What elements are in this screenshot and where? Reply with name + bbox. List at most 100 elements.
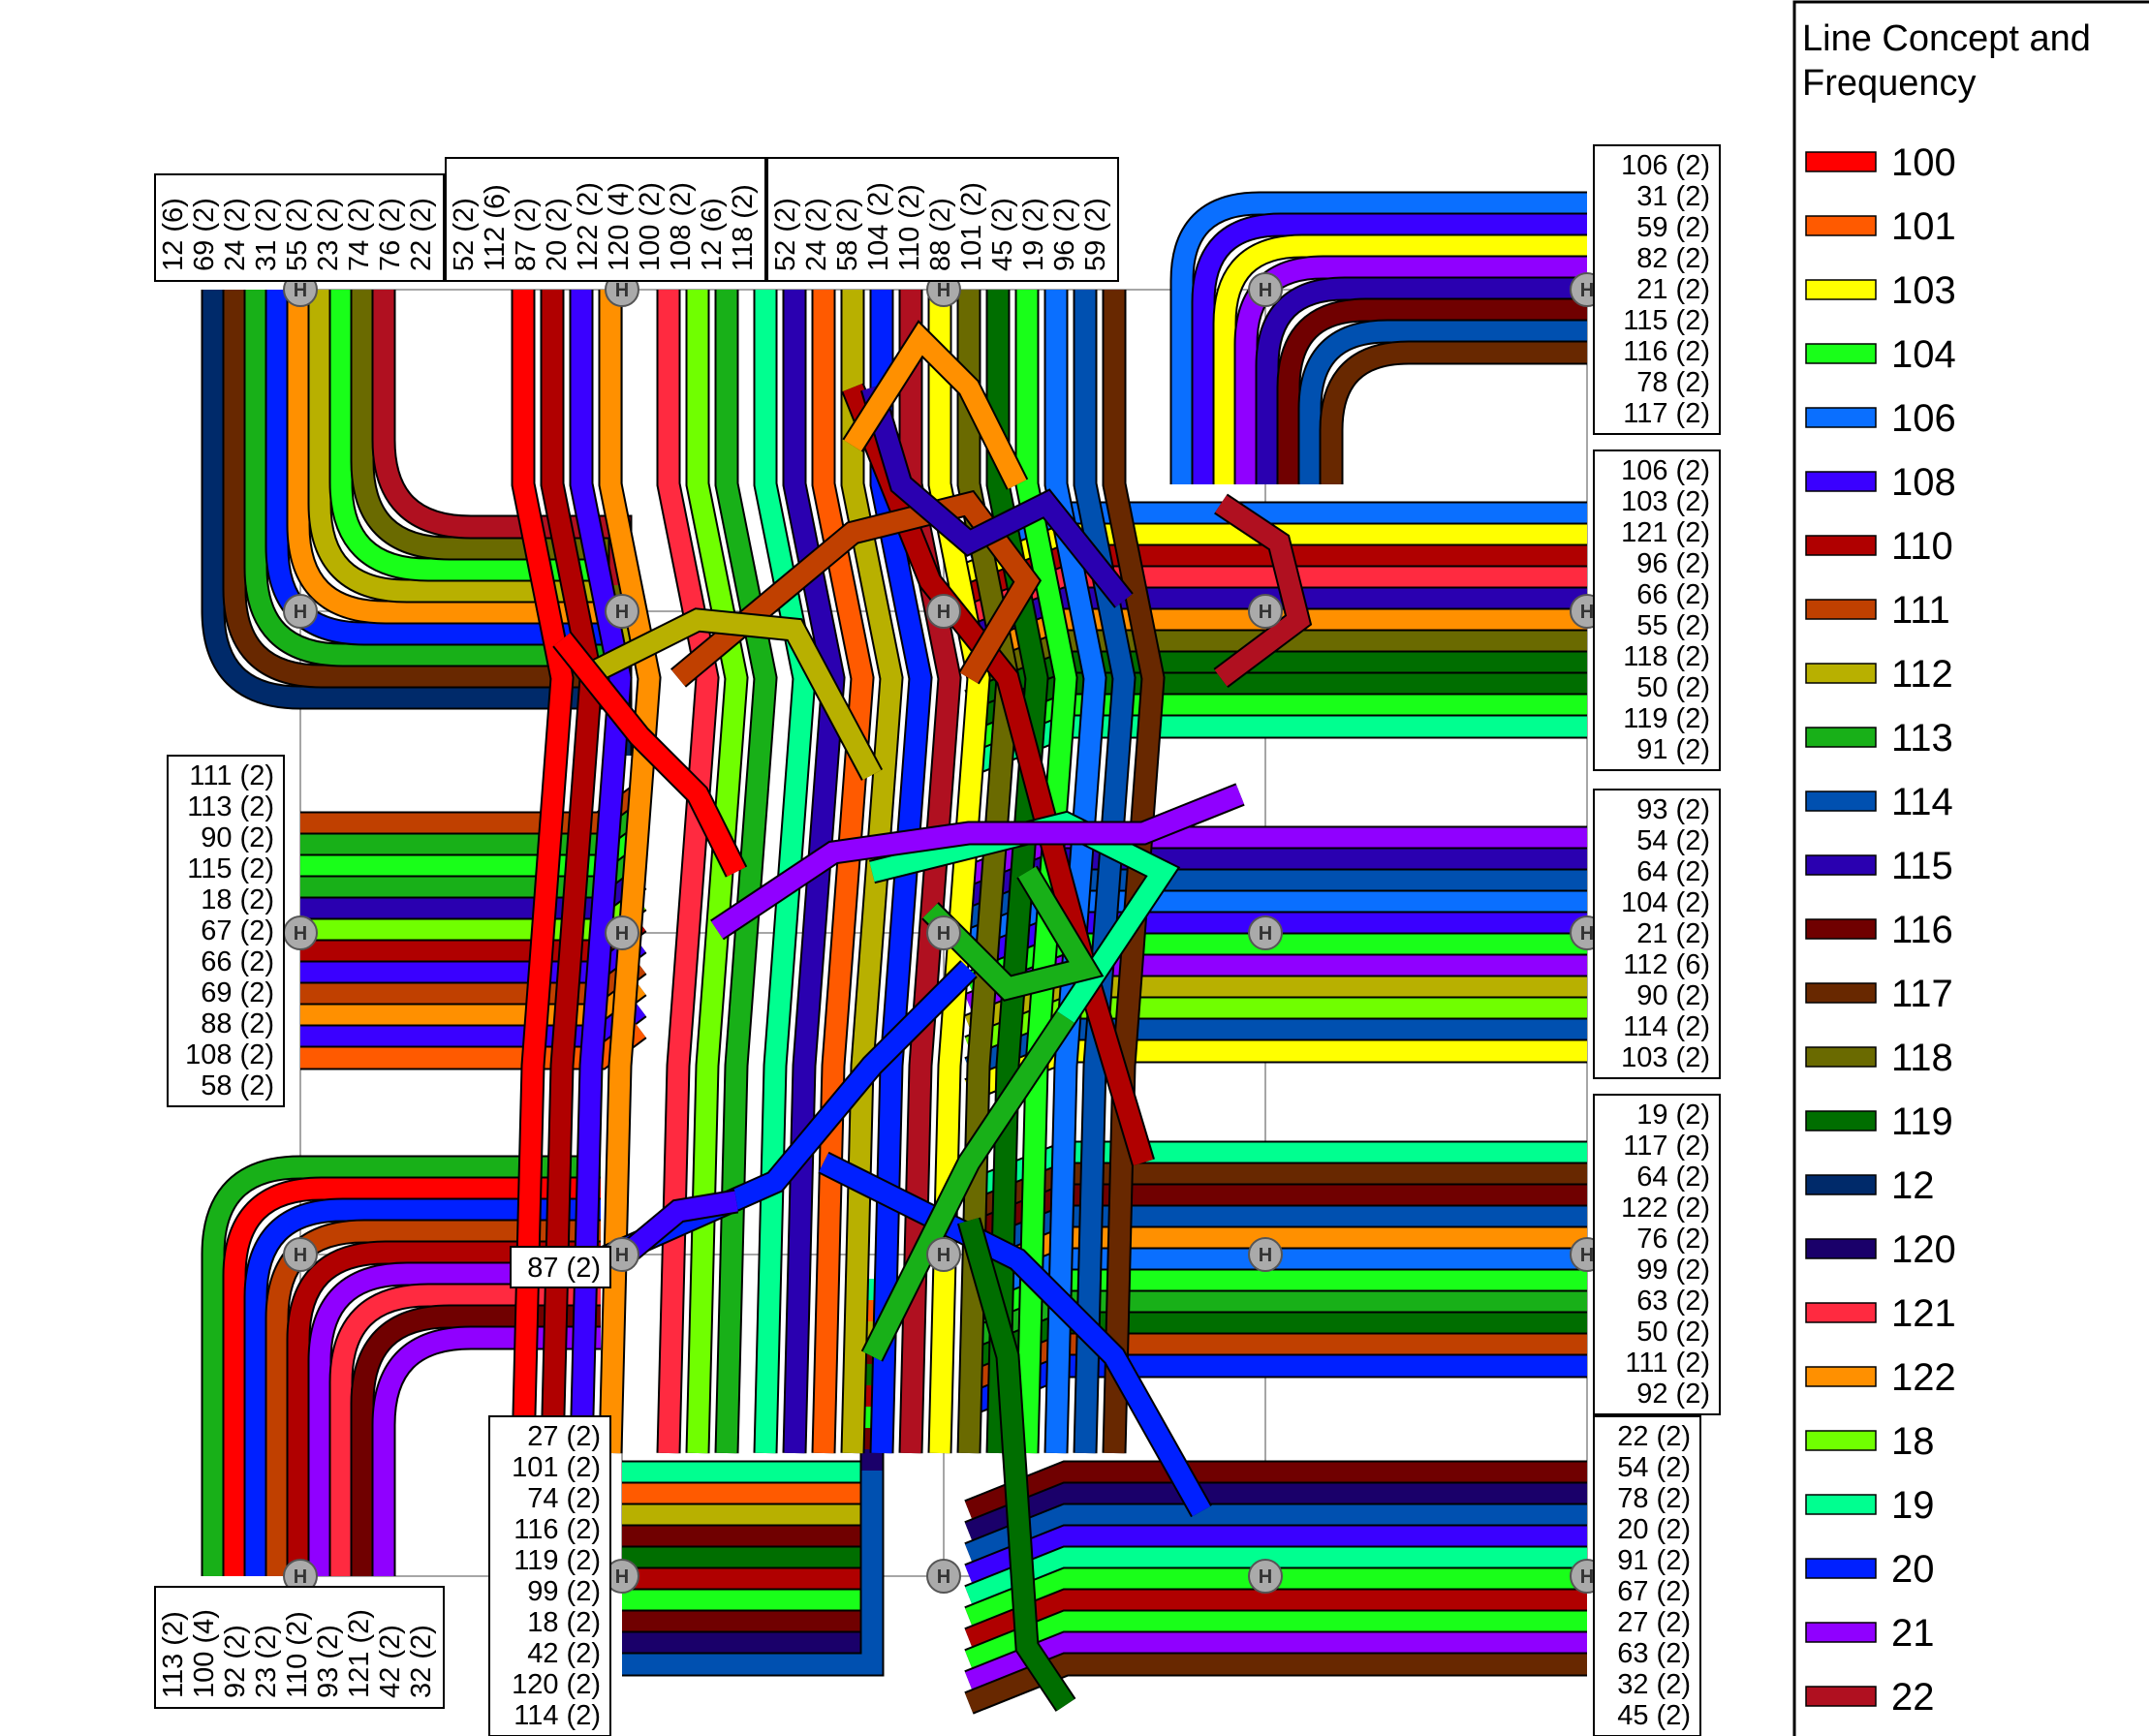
stop-label: 99 (2) [1636, 1255, 1710, 1286]
stop-label: 55 (2) [282, 198, 313, 271]
hub-station-glyph: H [1580, 602, 1594, 623]
stop-label: 20 (2) [542, 198, 573, 271]
stop-label: 104 (2) [863, 182, 894, 271]
legend-label-114: 114 [1891, 781, 1953, 823]
stop-label: 115 (2) [1623, 305, 1710, 336]
stop-label: 118 (2) [728, 184, 759, 271]
stop-label: 19 (2) [1636, 1100, 1710, 1131]
hub-station-glyph: H [615, 280, 629, 301]
stop-label: 74 (2) [344, 198, 375, 271]
legend-label-100: 100 [1891, 141, 1956, 184]
stop-label: 64 (2) [1636, 856, 1710, 887]
legend-swatch-113 [1806, 728, 1876, 747]
stop-label: 116 (2) [1623, 336, 1710, 367]
stop-label: 63 (2) [1617, 1638, 1691, 1669]
stop-label: 108 (2) [666, 182, 697, 271]
stop-label: 101 (2) [512, 1452, 601, 1483]
stop-label: 112 (6) [1623, 949, 1710, 980]
stop-label: 18 (2) [201, 884, 274, 915]
stop-label: 103 (2) [1621, 1042, 1710, 1073]
legend-swatch-19 [1806, 1495, 1876, 1514]
stop-label: 114 (2) [1623, 1011, 1710, 1042]
stop-label: 100 (2) [635, 182, 666, 271]
legend-label-108: 108 [1891, 461, 1956, 504]
stop-label: 116 (2) [514, 1514, 601, 1545]
stop-label: 24 (2) [220, 198, 251, 271]
stop-label: 31 (2) [251, 198, 282, 271]
legend-swatch-118 [1806, 1047, 1876, 1067]
stop-label: 100 (4) [189, 1609, 220, 1698]
stop-label: 66 (2) [201, 946, 274, 977]
stop-label: 18 (2) [527, 1607, 601, 1638]
stop-label: 52 (2) [449, 198, 480, 271]
stop-label: 78 (2) [1617, 1483, 1691, 1514]
legend-swatch-111 [1806, 600, 1876, 619]
hub-station-glyph: H [294, 602, 307, 623]
stop-label: 27 (2) [527, 1421, 601, 1452]
stop-label: 115 (2) [187, 853, 274, 884]
stop-label: 66 (2) [1636, 579, 1710, 610]
hub-station-glyph: H [937, 923, 950, 945]
legend-label-120: 120 [1891, 1228, 1956, 1271]
legend-swatch-22 [1806, 1687, 1876, 1706]
legend-swatch-112 [1806, 664, 1876, 683]
stop-label: 45 (2) [987, 198, 1018, 271]
stop-label: 122 (2) [1621, 1193, 1710, 1224]
stop-label: 93 (2) [313, 1625, 344, 1698]
stop-label: 91 (2) [1636, 734, 1710, 765]
stop-label: 120 (4) [604, 182, 635, 271]
legend-swatch-119 [1806, 1111, 1876, 1131]
legend-swatch-120 [1806, 1239, 1876, 1258]
legend-swatch-121 [1806, 1303, 1876, 1322]
legend-label-101: 101 [1891, 205, 1956, 248]
hub-station-glyph: H [1259, 923, 1272, 945]
stop-label: 108 (2) [185, 1039, 274, 1070]
stop-label: 12 (6) [697, 198, 728, 271]
stop-label: 59 (2) [1636, 212, 1710, 243]
stop-label: 21 (2) [1636, 918, 1710, 949]
legend-label-112: 112 [1891, 653, 1953, 696]
stop-label: 23 (2) [313, 198, 344, 271]
stop-label: 99 (2) [527, 1576, 601, 1607]
stop-label: 96 (2) [1049, 198, 1080, 271]
stop-label: 54 (2) [1617, 1452, 1691, 1483]
stop-label: 74 (2) [527, 1483, 601, 1514]
legend-label-21: 21 [1891, 1612, 1935, 1655]
stop-label: 92 (2) [1636, 1379, 1710, 1410]
stop-label: 110 (2) [894, 184, 925, 271]
stop-label: 22 (2) [1617, 1421, 1691, 1452]
legend-label-121: 121 [1891, 1292, 1956, 1335]
stop-label: 58 (2) [201, 1070, 274, 1101]
legend-label-110: 110 [1891, 525, 1953, 568]
stop-label: 64 (2) [1636, 1162, 1710, 1193]
hub-station-glyph: H [1259, 1245, 1272, 1266]
legend-swatch-106 [1806, 408, 1876, 427]
stop-label: 121 (2) [1621, 517, 1710, 548]
stop-label: 42 (2) [527, 1638, 601, 1669]
stop-label: 114 (2) [514, 1700, 601, 1731]
stop-label: 112 (6) [480, 184, 511, 271]
stop-label: 87 (2) [511, 198, 542, 271]
legend-title-line1: Line Concept and [1802, 18, 2091, 59]
stop-label: 117 (2) [1623, 1131, 1710, 1162]
stop-label: 90 (2) [201, 822, 274, 853]
legend-label-18: 18 [1891, 1420, 1935, 1463]
legend-swatch-122 [1806, 1367, 1876, 1386]
legend-label-22: 22 [1891, 1676, 1935, 1719]
legend-swatch-20 [1806, 1559, 1876, 1578]
stop-label: 103 (2) [1621, 486, 1710, 517]
stop-label: 32 (2) [1617, 1669, 1691, 1700]
transit-lines [213, 203, 1587, 1705]
legend-label-19: 19 [1891, 1484, 1935, 1527]
stop-label: 121 (2) [344, 1609, 375, 1698]
stop-label: 117 (2) [1623, 398, 1710, 429]
stop-label: 76 (2) [375, 198, 406, 271]
legend-title-line2: Frequency [1802, 63, 1977, 104]
legend-label-104: 104 [1891, 333, 1956, 376]
stop-label: 104 (2) [1621, 887, 1710, 918]
stop-label: 113 (2) [158, 1611, 189, 1698]
stop-label: 50 (2) [1636, 1317, 1710, 1348]
stop-label: 88 (2) [925, 198, 956, 271]
hub-station-glyph: H [1580, 1566, 1594, 1588]
